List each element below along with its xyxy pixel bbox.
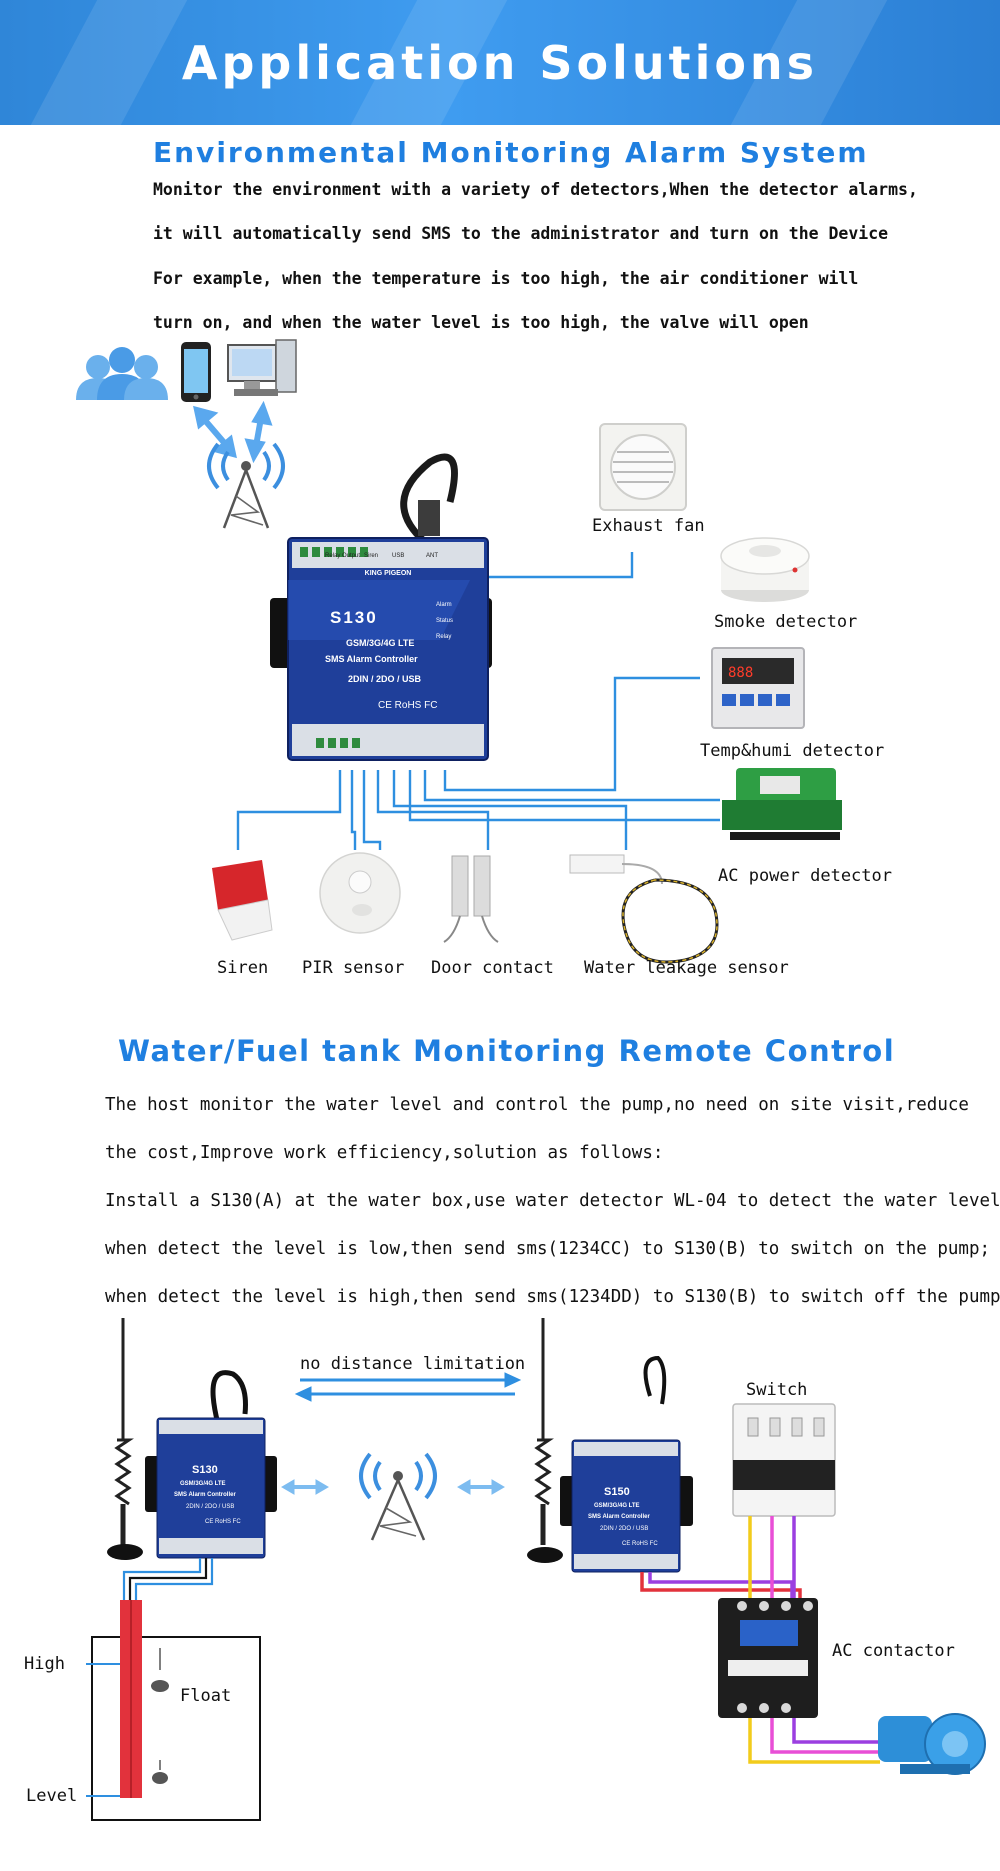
device-a-cert: CE RoHS FC <box>205 1519 241 1525</box>
water-leakage-sensor-label: Water leakage sensor <box>584 958 789 978</box>
svg-text:888: 888 <box>728 665 753 681</box>
pir-sensor-label: PIR sensor <box>302 958 405 978</box>
float-label: Float <box>180 1686 232 1706</box>
device-terminal-label: Relay Output <box>325 553 361 559</box>
header-banner: Application Solutions <box>0 0 1000 125</box>
distance-arrows <box>294 1372 522 1402</box>
siren-label: Siren <box>217 958 269 978</box>
float-switch-icon <box>151 1648 169 1784</box>
ac-contactor-label: AC contactor <box>832 1641 955 1661</box>
ac-contactor-icon <box>718 1598 818 1718</box>
device-led-label: Alarm <box>436 602 452 608</box>
device-b-name: SMS Alarm Controller <box>588 1514 650 1520</box>
exhaust-fan-icon <box>599 423 687 511</box>
distance-label: no distance limitation <box>300 1354 526 1374</box>
s130-device <box>270 453 492 761</box>
device-name: SMS Alarm Controller <box>325 654 418 664</box>
signal-tower-icon <box>207 442 285 529</box>
users-icon <box>76 347 168 400</box>
device-a-name: SMS Alarm Controller <box>174 1492 236 1498</box>
level-label: Level <box>26 1786 78 1806</box>
s130-device-text: KING PIGEON <box>288 570 488 577</box>
s130-device-a <box>145 1370 277 1559</box>
smartphone-icon <box>181 342 211 402</box>
door-contact-icon <box>443 855 499 943</box>
temp-humi-detector-icon: 888 <box>711 647 805 729</box>
computer-icon <box>227 339 297 396</box>
ac-power-detector-icon <box>722 768 842 840</box>
device-terminal-label: Siren <box>364 553 379 559</box>
device-led-label: Relay <box>436 634 452 640</box>
device-network: GSM/3G/4G LTE <box>346 638 415 648</box>
environmental-diagram: 888 <box>76 339 842 964</box>
section-2-line: the cost,Improve work efficiency,solutio… <box>105 1143 664 1163</box>
section-1-line: For example, when the temperature is too… <box>153 269 859 288</box>
page-title: Application Solutions <box>181 36 819 90</box>
water-pump-icon <box>878 1713 986 1775</box>
device-b-spec: 2DIN / 2DO / USB <box>600 1526 649 1532</box>
signal-arrows <box>193 400 273 464</box>
smoke-detector-icon <box>720 537 810 602</box>
connection-wires <box>236 552 720 850</box>
antenna-icon <box>527 1318 563 1563</box>
ac-power-detector-label: AC power detector <box>718 866 892 886</box>
device-b-cert: CE RoHS FC <box>622 1541 658 1547</box>
section-2-title: Water/Fuel tank Monitoring Remote Contro… <box>118 1034 896 1068</box>
device-cert: CE RoHS FC <box>378 700 438 711</box>
section-1-line: it will automatically send SMS to the ad… <box>153 224 889 243</box>
device-port-label: USB <box>392 553 405 559</box>
high-label: High <box>24 1654 65 1674</box>
door-contact-label: Door contact <box>431 958 554 978</box>
smoke-detector-label: Smoke detector <box>714 612 858 632</box>
exhaust-fan-label: Exhaust fan <box>592 516 705 536</box>
water-leakage-sensor-icon <box>569 854 719 964</box>
section-2-line: when detect the level is low,then send s… <box>105 1239 991 1259</box>
section-1-line: turn on, and when the water level is too… <box>153 313 809 332</box>
siren-icon <box>212 860 273 941</box>
signal-arrows <box>281 1479 505 1495</box>
section-2-line: The host monitor the water level and con… <box>105 1095 969 1115</box>
temp-humi-detector-label: Temp&humi detector <box>700 741 885 761</box>
signal-tower-icon <box>359 1452 437 1541</box>
device-led-label: Status <box>436 618 454 624</box>
device-model: S130 <box>330 608 378 627</box>
section-1-title: Environmental Monitoring Alarm System <box>153 136 869 169</box>
device-b-model: S150 <box>604 1486 630 1498</box>
section-2-line: when detect the level is high,then send … <box>105 1287 1000 1307</box>
device-a-spec: 2DIN / 2DO / USB <box>186 1504 235 1510</box>
switch-label: Switch <box>746 1380 808 1400</box>
device-brand: KING PIGEON <box>364 570 412 577</box>
circuit-breaker-icon <box>732 1403 836 1517</box>
device-port-label: ANT <box>426 553 438 559</box>
pir-sensor-icon <box>319 852 401 934</box>
section-2-line: Install a S130(A) at the water box,use w… <box>105 1191 1000 1211</box>
device-a-model: S130 <box>192 1464 218 1476</box>
sensor-wires <box>122 1558 214 1600</box>
water-tank <box>91 1636 261 1821</box>
device-b-network: GSM/3G/4G LTE <box>594 1503 640 1509</box>
device-spec: 2DIN / 2DO / USB <box>348 674 422 684</box>
device-a-network: GSM/3G/4G LTE <box>180 1481 226 1487</box>
section-1-line: Monitor the environment with a variety o… <box>153 180 918 199</box>
s150-device-b <box>560 1355 693 1573</box>
antenna-icon <box>107 1318 143 1560</box>
